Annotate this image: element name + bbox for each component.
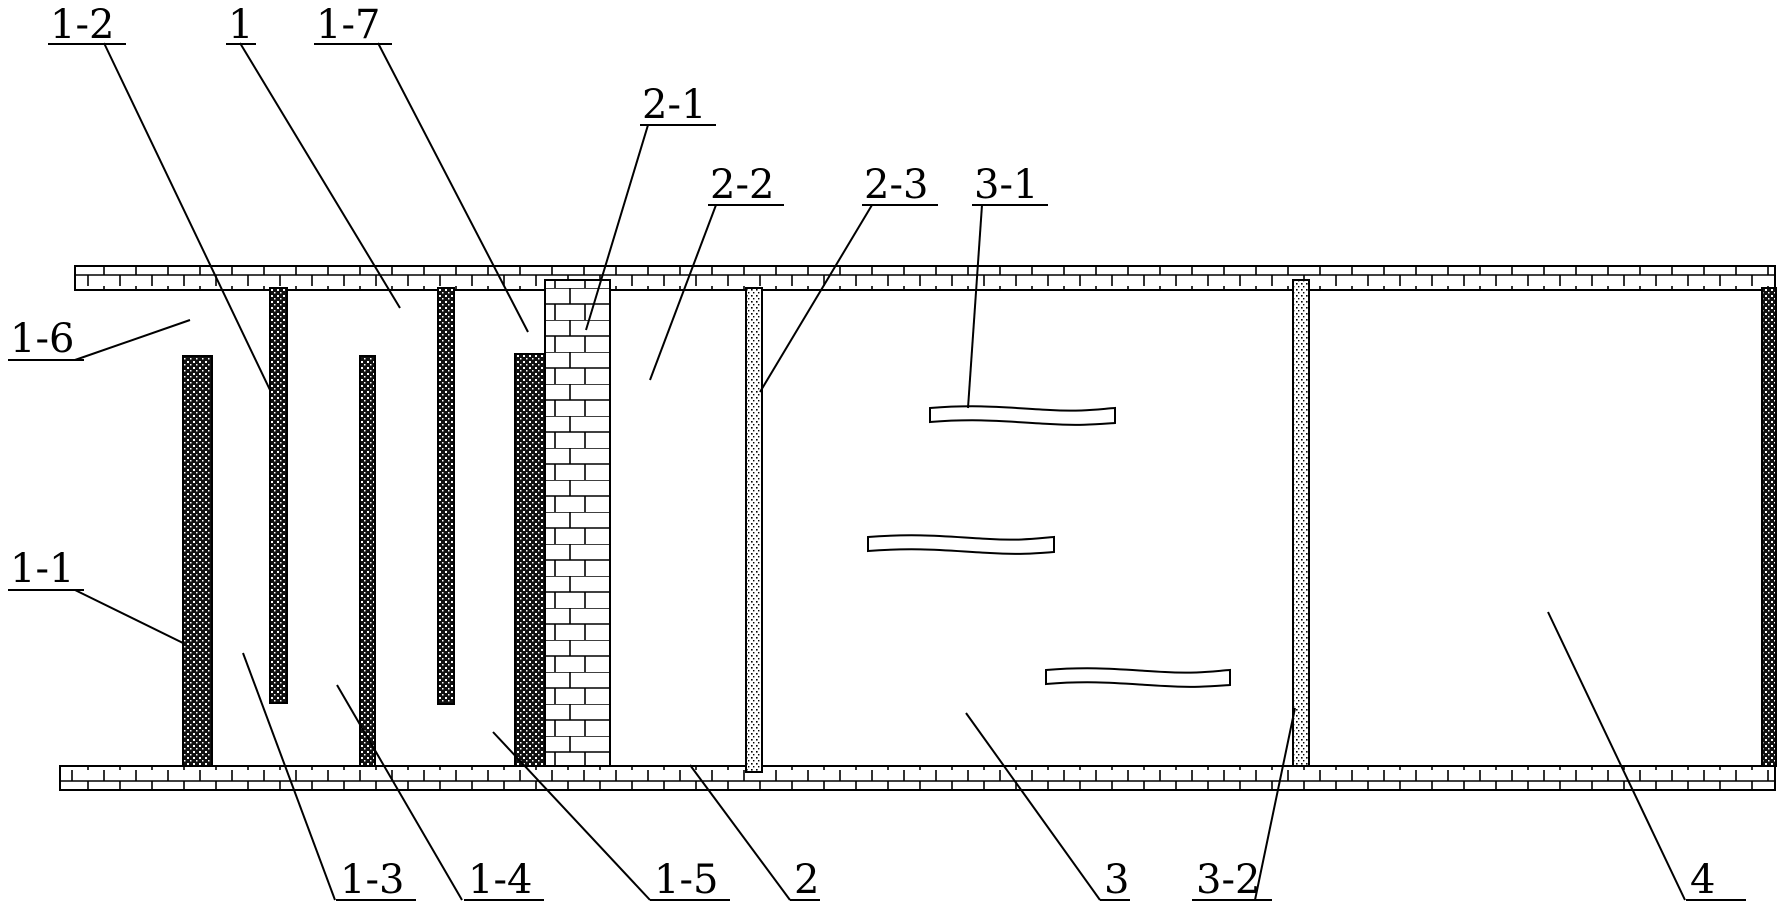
leader-1 <box>239 42 401 309</box>
leader-1-3 <box>242 652 336 901</box>
leader-1-5 <box>492 731 651 901</box>
label-1-1: 1-1 <box>10 546 74 592</box>
leader-1-1 <box>74 589 184 644</box>
baffle-upper-3 <box>437 287 455 705</box>
leader-2-2 <box>649 204 717 381</box>
label-1-6: 1-6 <box>10 316 74 362</box>
baffle-1-5 <box>514 353 546 767</box>
leader-1-2 <box>103 42 271 391</box>
label-1-7: 1-7 <box>316 2 380 48</box>
label-3: 3 <box>1104 857 1129 903</box>
leader-2-1 <box>585 124 649 331</box>
leader-2-3 <box>759 204 873 393</box>
leader-3 <box>965 712 1101 901</box>
label-2: 2 <box>794 857 819 903</box>
baffle-1-4 <box>359 355 376 767</box>
label-1-5: 1-5 <box>654 857 718 903</box>
label-2-1: 2-1 <box>642 82 706 128</box>
screen-2-3 <box>745 287 763 773</box>
wavy-plate-bottom <box>1045 667 1231 688</box>
label-1-3: 1-3 <box>340 857 404 903</box>
top-brick-wall <box>74 265 1776 291</box>
bottom-brick-wall <box>59 765 1776 791</box>
baffle-1-1 <box>182 355 213 767</box>
leader-3-2 <box>1254 707 1296 901</box>
label-2-3: 2-3 <box>864 162 928 208</box>
wavy-plate-middle <box>867 534 1055 555</box>
right-end-wall <box>1761 287 1777 767</box>
leader-1-6 <box>74 319 191 361</box>
label-1-2: 1-2 <box>50 2 114 48</box>
label-1-4: 1-4 <box>468 857 532 903</box>
leader-4 <box>1547 611 1686 901</box>
leader-3-1 <box>967 204 983 409</box>
label-2-2: 2-2 <box>710 162 774 208</box>
screen-3-2 <box>1292 279 1310 767</box>
baffle-1-2 <box>269 287 288 704</box>
leader-1-7 <box>377 42 529 333</box>
label-4: 4 <box>1690 857 1715 903</box>
label-3-1: 3-1 <box>974 162 1038 208</box>
leader-1-4 <box>336 684 463 901</box>
wavy-plate-top <box>929 405 1116 426</box>
label-3-2: 3-2 <box>1196 857 1260 903</box>
leader-2 <box>689 764 791 901</box>
brick-partition-2-1 <box>544 279 611 767</box>
label-1: 1 <box>228 2 253 48</box>
